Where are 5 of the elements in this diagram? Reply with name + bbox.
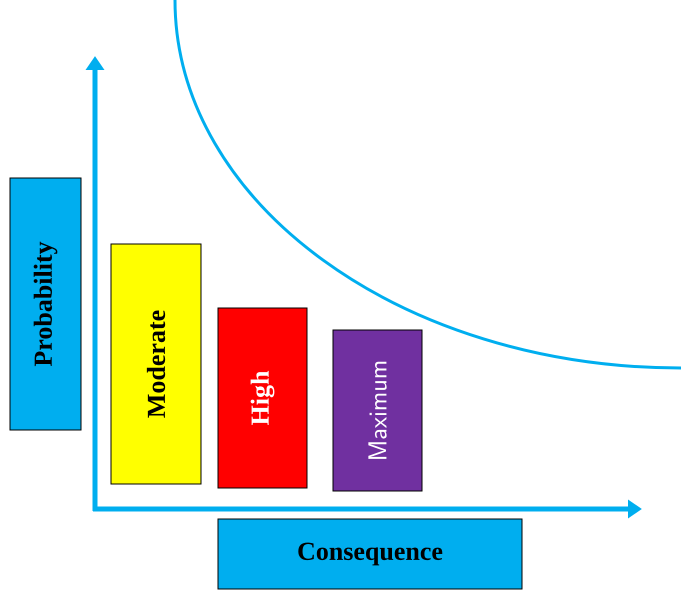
- risk-bar: Maximum: [332, 330, 422, 492]
- axis-label-box: Probability: [10, 178, 82, 430]
- axis-label-box: Consequence: [218, 518, 522, 590]
- risk-bar: Moderate: [110, 244, 202, 484]
- risk-bar: High: [218, 308, 308, 488]
